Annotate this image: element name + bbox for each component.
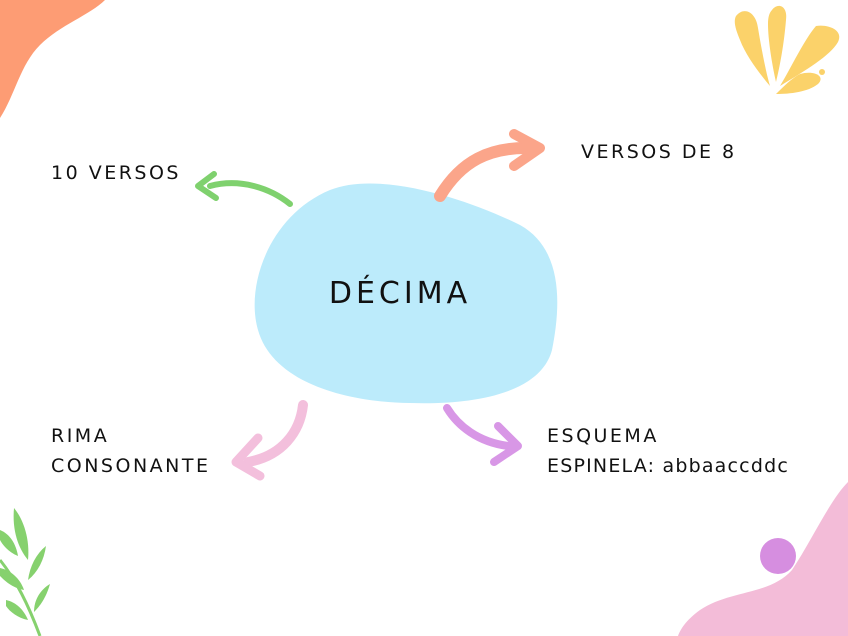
purple-dot-decoration xyxy=(760,538,796,574)
leaf-branch-decoration xyxy=(0,508,50,636)
branch-bottom-left-label: RIMA CONSONANTE xyxy=(51,421,210,481)
branch-top-left-label: 10 VERSOS xyxy=(51,162,181,184)
arrow-to-top-right xyxy=(434,129,545,202)
branch-bottom-right-line2: ESPINELA: abbaaccddc xyxy=(547,455,789,477)
arrow-to-top-left xyxy=(195,171,293,207)
arrow-to-bottom-right xyxy=(443,404,522,466)
branch-bottom-right-label: ESQUEMA ESPINELA: abbaaccddc xyxy=(547,421,789,481)
yellow-splash-decoration xyxy=(734,5,840,94)
branch-bottom-right-line1: ESQUEMA xyxy=(547,425,659,447)
center-title: DÉCIMA xyxy=(328,276,472,311)
orange-corner-blob xyxy=(0,0,105,118)
branch-top-right-label: VERSOS DE 8 xyxy=(581,141,737,163)
branch-bottom-left-line1: RIMA xyxy=(51,425,110,447)
branch-bottom-left-line2: CONSONANTE xyxy=(51,455,211,477)
arrow-to-bottom-left xyxy=(231,400,308,481)
pink-corner-blob xyxy=(678,482,848,636)
center-blob xyxy=(254,183,558,404)
